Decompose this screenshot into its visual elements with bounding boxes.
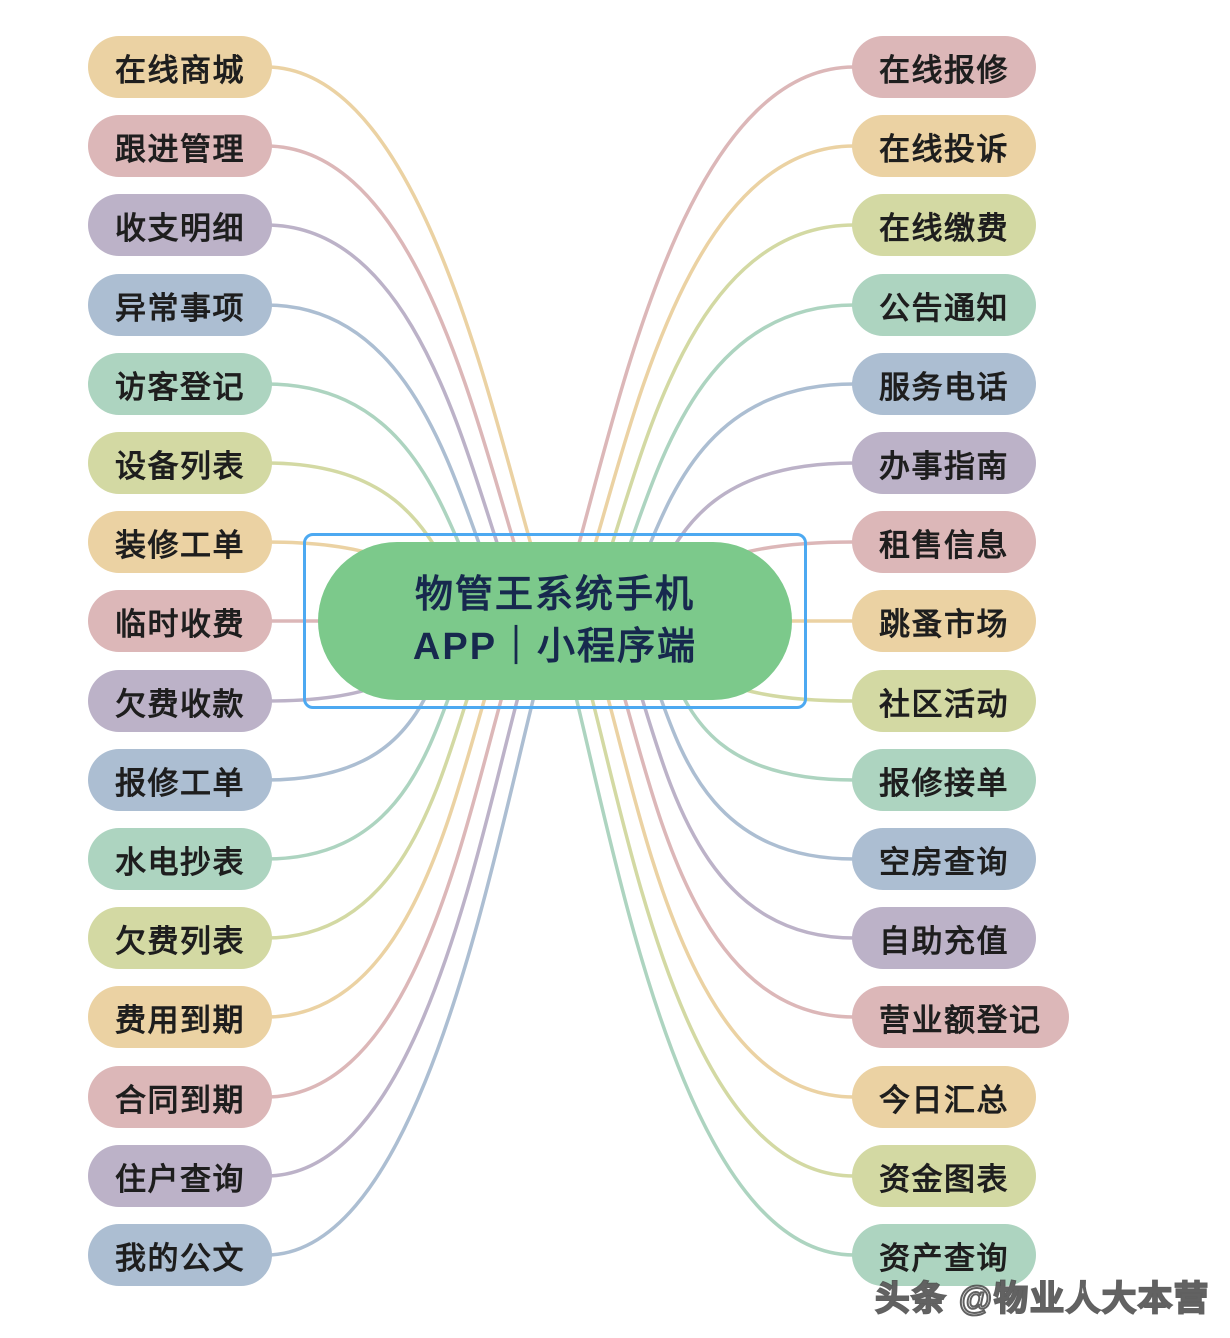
branch-node[interactable]: 欠费收款 — [88, 670, 272, 732]
branch-node[interactable]: 临时收费 — [88, 590, 272, 652]
branch-node[interactable]: 欠费列表 — [88, 907, 272, 969]
branch-node-label: 今日汇总 — [879, 1082, 1009, 1118]
branch-node-label: 社区活动 — [879, 686, 1009, 722]
branch-node-label: 报修接单 — [879, 765, 1009, 801]
connector-path — [553, 619, 856, 1257]
branch-node[interactable]: 合同到期 — [88, 1066, 272, 1128]
branch-node[interactable]: 营业额登记 — [852, 986, 1069, 1048]
branch-node[interactable]: 公告通知 — [852, 274, 1036, 336]
branch-node[interactable]: 社区活动 — [852, 670, 1036, 732]
branch-node-label: 在线商城 — [115, 52, 245, 88]
branch-node-label: 服务电话 — [879, 369, 1009, 405]
branch-node[interactable]: 访客登记 — [88, 353, 272, 415]
branch-node-label: 空房查询 — [879, 844, 1009, 880]
branch-node[interactable]: 我的公文 — [88, 1224, 272, 1286]
branch-node-label: 资金图表 — [879, 1161, 1009, 1197]
branch-node-label: 费用到期 — [115, 1002, 245, 1038]
branch-node-label: 在线投诉 — [879, 131, 1009, 167]
branch-node-label: 访客登记 — [115, 369, 245, 405]
central-node[interactable]: 物管王系统手机 APP｜小程序端 — [318, 542, 792, 700]
branch-node[interactable]: 跳蚤市场 — [852, 590, 1036, 652]
branch-node[interactable]: 在线投诉 — [852, 115, 1036, 177]
branch-node[interactable]: 异常事项 — [88, 274, 272, 336]
branch-node-label: 公告通知 — [879, 290, 1009, 326]
connector-path — [553, 65, 856, 623]
branch-node-label: 收支明细 — [115, 210, 245, 246]
branch-node-label: 临时收费 — [115, 606, 245, 642]
branch-node[interactable]: 住户查询 — [88, 1145, 272, 1207]
branch-node[interactable]: 在线缴费 — [852, 194, 1036, 256]
branch-node[interactable]: 资产查询 — [852, 1224, 1036, 1286]
branch-node[interactable]: 租售信息 — [852, 511, 1036, 573]
branch-node-label: 资产查询 — [879, 1240, 1009, 1276]
branch-node-label: 住户查询 — [115, 1161, 245, 1197]
branch-node[interactable]: 在线商城 — [88, 36, 272, 98]
branch-node[interactable]: 报修接单 — [852, 749, 1036, 811]
branch-node[interactable]: 办事指南 — [852, 432, 1036, 494]
branch-node-label: 我的公文 — [115, 1240, 245, 1276]
branch-node-label: 水电抄表 — [115, 844, 245, 880]
branch-node[interactable]: 费用到期 — [88, 986, 272, 1048]
branch-node[interactable]: 报修工单 — [88, 749, 272, 811]
branch-node[interactable]: 今日汇总 — [852, 1066, 1036, 1128]
branch-node-label: 营业额登记 — [879, 1002, 1042, 1038]
central-node-title-line1: 物管王系统手机 — [414, 573, 695, 616]
branch-node[interactable]: 空房查询 — [852, 828, 1036, 890]
branch-node[interactable]: 水电抄表 — [88, 828, 272, 890]
connector-path — [567, 619, 856, 1178]
branch-node-label: 租售信息 — [879, 527, 1009, 563]
branch-node[interactable]: 自助充值 — [852, 907, 1036, 969]
watermark: 头条 @物业人大本营 — [874, 1279, 1210, 1319]
branch-node[interactable]: 装修工单 — [88, 511, 272, 573]
branch-node-label: 自助充值 — [879, 923, 1009, 959]
branch-node-label: 合同到期 — [115, 1082, 245, 1118]
branch-node[interactable]: 服务电话 — [852, 353, 1036, 415]
branch-node-label: 在线缴费 — [879, 210, 1009, 246]
branch-node-label: 跟进管理 — [115, 131, 245, 167]
branch-node-label: 异常事项 — [115, 290, 245, 326]
branch-node-label: 欠费收款 — [115, 686, 245, 722]
branch-node[interactable]: 跟进管理 — [88, 115, 272, 177]
central-node-title-line2: APP｜小程序端 — [412, 626, 698, 668]
branch-node[interactable]: 在线报修 — [852, 36, 1036, 98]
connector-path — [264, 619, 557, 1257]
branch-node-label: 报修工单 — [115, 765, 245, 801]
branch-node[interactable]: 收支明细 — [88, 194, 272, 256]
branch-node-label: 办事指南 — [879, 448, 1009, 484]
branch-node-label: 装修工单 — [115, 527, 245, 563]
branch-node-label: 跳蚤市场 — [879, 606, 1009, 642]
branch-node[interactable]: 设备列表 — [88, 432, 272, 494]
branch-node-label: 欠费列表 — [115, 923, 245, 959]
branch-node[interactable]: 资金图表 — [852, 1145, 1036, 1207]
branch-node-label: 设备列表 — [115, 448, 245, 484]
branch-node-label: 在线报修 — [879, 52, 1009, 88]
